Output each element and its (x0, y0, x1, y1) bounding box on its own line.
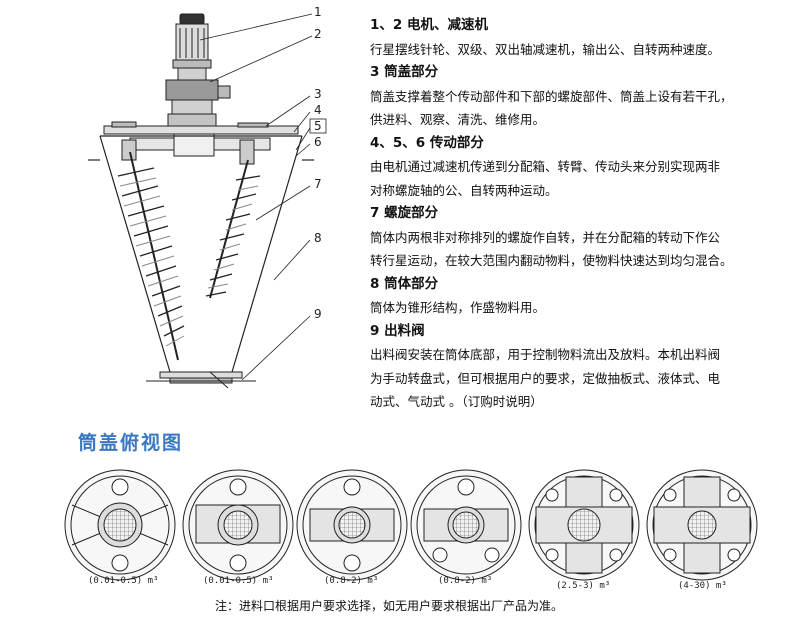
section-transmission: 4、5、6 传动部分 由电机通过减速机传递到分配箱、转臂、传动头来分别实现两非 … (370, 132, 785, 203)
top-view-2 (182, 469, 294, 581)
top-view-3-caption: (0.8-2) m³ (324, 576, 379, 586)
discharge-valve (146, 371, 256, 389)
section-screw: 7 螺旋部分 筒体内两根非对称排列的螺旋作自转，并在分配箱的转动下作公 转行星运… (370, 202, 785, 273)
mixer-machine-diagram: 1 2 3 4 5 6 7 8 9 (88, 5, 327, 389)
section-line: 筒体内两根非对称排列的螺旋作自转，并在分配箱的转动下作公 (370, 229, 721, 245)
section-line: 为手动转盘式，但可根据用户的要求，定做抽板式、液体式、电 (370, 370, 721, 386)
section-valve: 9 出料阀 出料阀安装在筒体底部，用于控制物料流出及放料。本机出料阀 为手动转盘… (370, 320, 785, 414)
part-number-7: 7 (314, 177, 322, 191)
section-title: 3 筒盖部分 (370, 64, 439, 80)
top-view-5 (528, 469, 640, 581)
right-screw (205, 159, 261, 299)
part-number-6: 6 (314, 135, 322, 149)
top-view-title: 筒盖俯视图 (78, 432, 184, 454)
section-line: 行星摆线针轮、双级、双出轴减速机，输出公、自转两种速度。 (370, 41, 721, 57)
top-view-6-caption: (4-30) m³ (678, 581, 727, 591)
footnote: 注：进料口根据用户要求选择，如无用户要求根据出厂产品为准。 (215, 599, 564, 613)
section-line: 供进料、观察、清洗、维修用。 (370, 112, 546, 127)
top-view-4-caption: (0.8-2) m³ (438, 576, 493, 586)
part-number-2: 2 (314, 27, 322, 41)
section-title: 9 出料阀 (370, 322, 425, 339)
part-number-4: 4 (314, 103, 322, 117)
section-line: 对称螺旋轴的公、自转两种运动。 (370, 182, 558, 198)
top-view-3 (296, 469, 408, 581)
section-line: 转行星运动，在较大范围内翻动物料，使物料快速达到均匀混合。 (370, 253, 733, 268)
motor (172, 13, 212, 69)
top-view-1 (64, 469, 176, 581)
reducer (165, 67, 231, 127)
top-view-2-caption: (0.01-0.5) m³ (203, 576, 274, 586)
section-line: 由电机通过减速机传递到分配箱、转臂、传动头来分别实现两非 (370, 159, 721, 174)
part-number-5: 5 (314, 119, 322, 133)
section-line: 筒体为锥形结构，作盛物料用。 (370, 300, 546, 315)
part-number-3: 3 (314, 87, 322, 101)
part-number-8: 8 (314, 231, 322, 245)
parts-description: 1、2 电机、减速机 行星摆线针轮、双级、双出轴减速机，输出公、自转两种速度。 … (370, 14, 785, 414)
left-screw (117, 151, 185, 361)
leader-lines (199, 13, 313, 381)
top-view-6 (646, 469, 758, 581)
top-view-1-caption: (0.01-0.5) m³ (88, 576, 159, 586)
transmission-arm (121, 133, 271, 165)
part-number-9: 9 (314, 307, 322, 321)
part-number-1: 1 (314, 5, 322, 19)
section-title: 1、2 电机、减速机 (370, 17, 488, 33)
cone-body (88, 135, 314, 373)
section-motor: 1、2 电机、减速机 行星摆线针轮、双级、双出轴减速机，输出公、自转两种速度。 (370, 14, 785, 61)
section-cover: 3 筒盖部分 筒盖支撑着整个传动部件和下部的螺旋部件、筒盖上设有若干孔， 供进料… (370, 61, 785, 132)
section-line: 动式、气动式 。（订购时说明） (370, 394, 543, 409)
cover-top-views (64, 469, 758, 581)
section-title: 8 筒体部分 (370, 275, 439, 292)
top-view-5-caption: (2.5-3) m³ (556, 581, 611, 591)
top-view-4 (410, 469, 522, 581)
section-title: 7 螺旋部分 (370, 205, 439, 221)
section-body: 8 筒体部分 筒体为锥形结构，作盛物料用。 (370, 273, 785, 320)
section-line: 出料阀安装在筒体底部，用于控制物料流出及放料。本机出料阀 (370, 347, 721, 362)
section-title: 4、5、6 传动部分 (370, 134, 484, 151)
section-line: 筒盖支撑着整个传动部件和下部的螺旋部件、筒盖上设有若干孔， (370, 88, 733, 104)
